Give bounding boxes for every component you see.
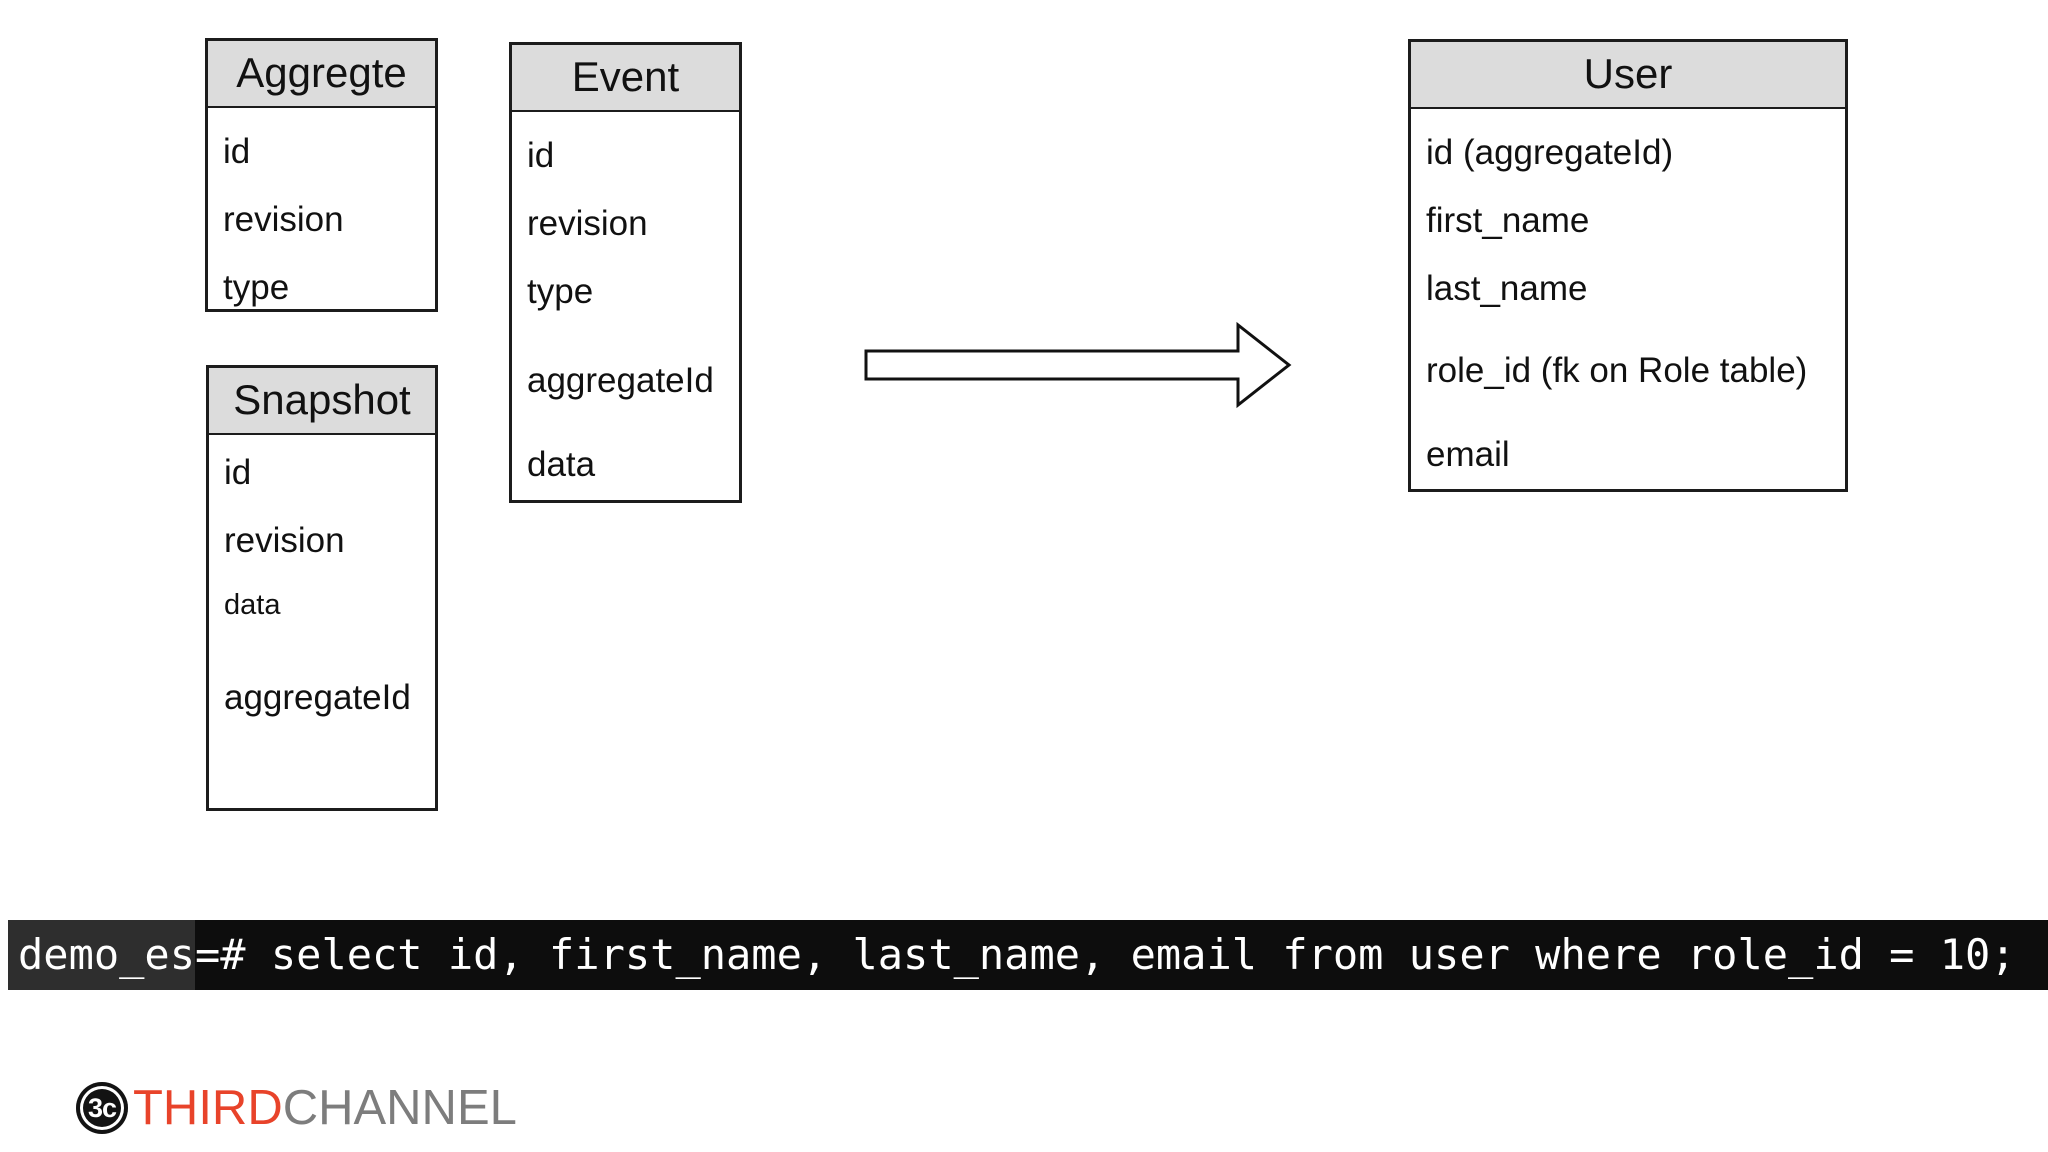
brand-wordmark: THIRDCHANNEL: [133, 1082, 517, 1134]
er-table-aggregte: Aggregte id revision type: [205, 38, 438, 312]
er-table-aggregte-fields: id revision type: [208, 108, 435, 322]
field-row: last_name: [1426, 269, 1588, 308]
field-row: revision: [223, 200, 344, 239]
field-row: revision: [224, 521, 345, 560]
er-table-event: Event id revision type aggregateId data: [509, 42, 742, 503]
terminal-command-bar: demo_es=# select id, first_name, last_na…: [8, 920, 2048, 990]
field-row: id: [224, 453, 252, 492]
field-row: type: [527, 272, 594, 311]
field-row: revision: [527, 204, 648, 243]
er-table-snapshot: Snapshot id revision data aggregateId: [206, 365, 438, 811]
er-table-user-title: User: [1411, 42, 1845, 109]
er-table-user-fields: id (aggregateId) first_name last_name ro…: [1411, 109, 1845, 489]
er-table-user: User id (aggregateId) first_name last_na…: [1408, 39, 1848, 492]
field-row: type: [223, 268, 290, 307]
terminal-prompt-highlight: demo_es: [8, 920, 196, 990]
field-row: id: [527, 136, 555, 175]
thirdchannel-logo-icon: 3c: [76, 1082, 128, 1134]
field-row: role_id (fk on Role table): [1426, 351, 1808, 390]
field-row: data: [527, 445, 596, 484]
right-arrow-icon: [862, 318, 1294, 410]
er-table-aggregte-title: Aggregte: [208, 41, 435, 108]
field-row: id: [223, 132, 251, 171]
field-row: aggregateId: [224, 678, 411, 717]
er-table-event-title: Event: [512, 45, 739, 112]
field-row: aggregateId: [527, 361, 714, 400]
brand-word-third: THIRD: [133, 1081, 283, 1135]
field-row: email: [1426, 435, 1510, 474]
brand-word-channel: CHANNEL: [282, 1081, 517, 1135]
field-row: first_name: [1426, 201, 1590, 240]
er-table-snapshot-title: Snapshot: [209, 368, 435, 435]
logo-monogram: 3c: [87, 1092, 117, 1123]
er-table-snapshot-fields: id revision data aggregateId: [209, 435, 435, 732]
field-row: data: [224, 588, 281, 621]
field-row: id (aggregateId): [1426, 133, 1674, 172]
er-table-event-fields: id revision type aggregateId data: [512, 112, 739, 499]
terminal-command-text: =# select id, first_name, last_name, ema…: [195, 930, 2016, 979]
